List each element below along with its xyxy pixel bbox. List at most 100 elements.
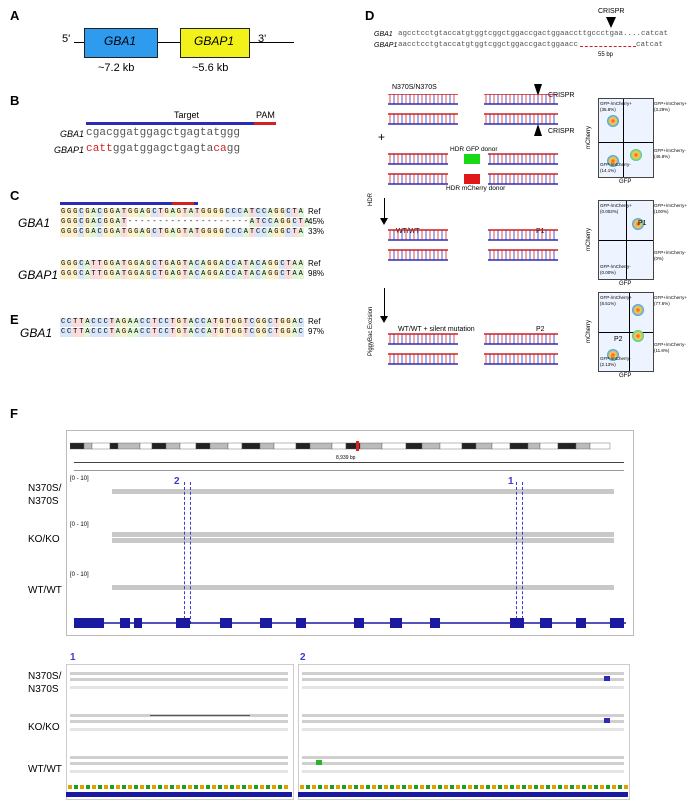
sequence-base: [86, 785, 90, 789]
sequence-base: [278, 785, 282, 789]
ideogram-band: [241, 442, 261, 450]
sequence-base: [372, 785, 376, 789]
crispr-arrow-2: [534, 124, 542, 136]
ideogram-band: [527, 442, 541, 450]
gbap1-box-label: GBAP1: [193, 34, 235, 48]
sequence-base: [402, 785, 406, 789]
flow-label-bottom-right: GFP+/mCherry- (0%): [654, 250, 686, 261]
flow-gate-label: P1: [638, 220, 647, 227]
scale-label: 8,939 bp: [336, 455, 356, 461]
flow-label-bottom-right: GFP+/mCherry- (11.8%): [654, 342, 686, 353]
panel-label-b: B: [10, 93, 20, 108]
sequence-base: [236, 785, 240, 789]
sequence-base: [420, 785, 424, 789]
d-gbap1-label: GBAP1: [374, 42, 398, 49]
ideogram-band: [539, 442, 559, 450]
sequence-base: [158, 785, 162, 789]
flow-plot: [598, 292, 654, 372]
sequence-base: [570, 785, 574, 789]
sequence-base: [552, 785, 556, 789]
piggybac-arrow-line: [384, 288, 385, 318]
region-1-line-b: [522, 482, 523, 624]
dna-ladder: [488, 173, 558, 185]
sequence-base: [342, 785, 346, 789]
flow-x-axis-label: GFP: [619, 281, 632, 287]
c-row-label: 33%: [308, 227, 325, 236]
gba1-size: ~7.2 kb: [98, 62, 135, 74]
sequence-base: [134, 785, 138, 789]
sequence-base: [336, 785, 340, 789]
sequence-base: [474, 785, 478, 789]
ideogram-band: [151, 442, 167, 450]
sample-2-label: KO/KO: [28, 534, 60, 545]
ideogram-band: [309, 442, 333, 450]
dna-ladder: [388, 249, 448, 261]
flow-population: [631, 304, 644, 317]
gba1-box: [84, 28, 158, 58]
zoom-sample-3-label: WT/WT: [28, 764, 62, 775]
gene-model-exon: [576, 618, 586, 628]
e-row-label: 97%: [308, 327, 325, 336]
sequence-base: [182, 785, 186, 789]
flow-label-top-left: GFP-/mCherry+ (0.002%): [600, 203, 632, 214]
coverage-track-3: [112, 585, 614, 590]
d-gba1-seq-b: ....catcat: [623, 30, 669, 38]
region-marker-2: 2: [174, 476, 180, 487]
gene-model: [74, 618, 626, 628]
d-gbap1-seq-end: catcat: [636, 41, 664, 49]
dna-ladder: [484, 353, 558, 365]
sequence-base: [498, 785, 502, 789]
flow-population: [606, 155, 619, 168]
zoom-read-track: [70, 728, 288, 731]
genotype-n370s: N370S/N370S: [392, 84, 437, 91]
d-deletion-dash: [580, 46, 636, 47]
dna-ladder: [388, 94, 458, 105]
ideogram-band: [139, 442, 153, 450]
zoom-1-sequence: [66, 785, 292, 797]
gene-model-exon: [74, 618, 104, 628]
flow-y-axis-label: mCherry: [586, 125, 592, 149]
b-gbap1-label: GBAP1: [54, 145, 85, 155]
flow-label-bottom-left: GFP-/mCherry- (0.00%): [600, 264, 631, 275]
dna-ladder: [484, 94, 558, 105]
cassette-box: [464, 174, 480, 184]
sequence-base: [438, 785, 442, 789]
sequence-base: [318, 785, 322, 789]
flow-gate-horizontal: [599, 332, 653, 333]
range-2: [0 - 10]: [70, 522, 89, 528]
sequence-base: [612, 785, 616, 789]
zoom-1-label: 1: [70, 652, 76, 663]
sequence-base: [516, 785, 520, 789]
sequence-base: [378, 785, 382, 789]
d-crispr-arrow: [606, 17, 616, 28]
sequence-base: [164, 785, 168, 789]
gbap1-size: ~5.6 kb: [192, 62, 229, 74]
genotype-wt-silent: WT/WT + silent mutation: [398, 326, 475, 333]
gene-model-exon: [220, 618, 232, 628]
zoom-2-label: 2: [300, 652, 306, 663]
dna-ladder: [484, 113, 558, 125]
crispr-label-2: CRISPR: [548, 128, 575, 135]
sequence-base: [384, 785, 388, 789]
zoom-2-frame: [298, 664, 630, 800]
sequence-base: [206, 785, 210, 789]
region-2-line-a: [184, 482, 185, 624]
sequence-base: [600, 785, 604, 789]
ideogram-band: [209, 442, 229, 450]
d-gbap1-seq: aacctcctgtaccatgtggtcggctggaccgactggaacc: [398, 41, 579, 49]
three-prime-label: 3': [258, 33, 267, 45]
flow-population: [606, 114, 619, 127]
c-row-label: 45%: [308, 217, 325, 226]
ideogram-band: [195, 442, 211, 450]
flow-plot: [598, 98, 654, 178]
c-pam-bar: [172, 202, 194, 205]
c-gba1-label: GBA1: [18, 216, 51, 230]
e-gba1-label: GBA1: [20, 326, 53, 340]
variant-mark: [316, 760, 322, 765]
sequence-base: [68, 785, 72, 789]
sequence-base: [140, 785, 144, 789]
sequence-base: [492, 785, 496, 789]
